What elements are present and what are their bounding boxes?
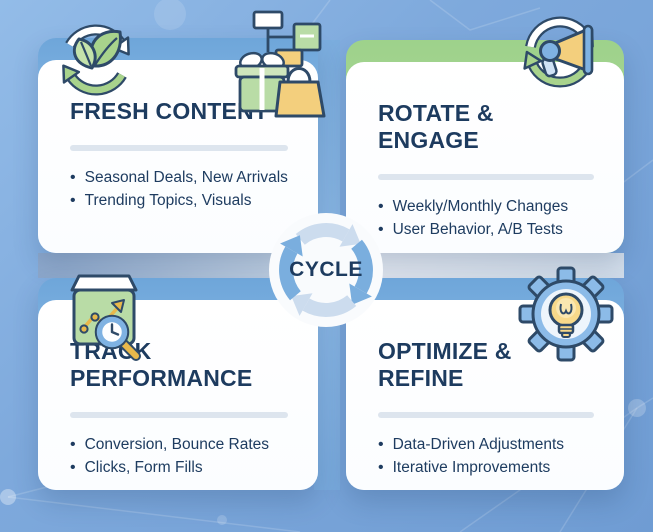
- card-rotate-engage: ROTATE & ENGAGE Weekly/Monthly Changes U…: [346, 16, 624, 253]
- bullet-item: Data-Driven Adjustments: [378, 433, 600, 456]
- card-fresh-content: FRESH CONTENT Seasonal Deals, New Arriva…: [38, 10, 326, 253]
- card-title: TRACK PERFORMANCE: [70, 338, 253, 391]
- flowchart-shopping-icon: [234, 10, 326, 118]
- card-title: OPTIMIZE & REFINE: [378, 338, 512, 391]
- bullet-item: Trending Topics, Visuals: [70, 189, 294, 212]
- megaphone-rotate-icon: [523, 16, 594, 88]
- bullet-item: Clicks, Form Fills: [70, 456, 294, 479]
- bullet-item: Weekly/Monthly Changes: [378, 195, 600, 218]
- divider: [70, 145, 288, 151]
- bullet-item: Seasonal Deals, New Arrivals: [70, 166, 294, 189]
- chart-board-magnifier-icon: [70, 274, 141, 361]
- recycle-leaves-icon: [62, 24, 130, 96]
- card-track-performance: TRACK PERFORMANCE Conversion, Bounce Rat…: [38, 274, 318, 490]
- card-optimize-refine: OPTIMIZE & REFINE Data-Driven Adjustment…: [346, 266, 624, 490]
- divider: [378, 412, 594, 418]
- bullet-item: Conversion, Bounce Rates: [70, 433, 294, 456]
- cycle-hub: CYCLE: [269, 213, 383, 327]
- divider: [70, 412, 288, 418]
- gear-lightbulb-icon: [518, 266, 614, 362]
- divider: [378, 174, 594, 180]
- bullet-item: User Behavior, A/B Tests: [378, 218, 600, 241]
- bullet-item: Iterative Improvements: [378, 456, 600, 479]
- card-title: FRESH CONTENT: [70, 98, 269, 124]
- cycle-label: CYCLE: [289, 258, 363, 281]
- cycle-arrows-icon: [279, 223, 373, 317]
- card-title: ROTATE & ENGAGE: [378, 100, 494, 153]
